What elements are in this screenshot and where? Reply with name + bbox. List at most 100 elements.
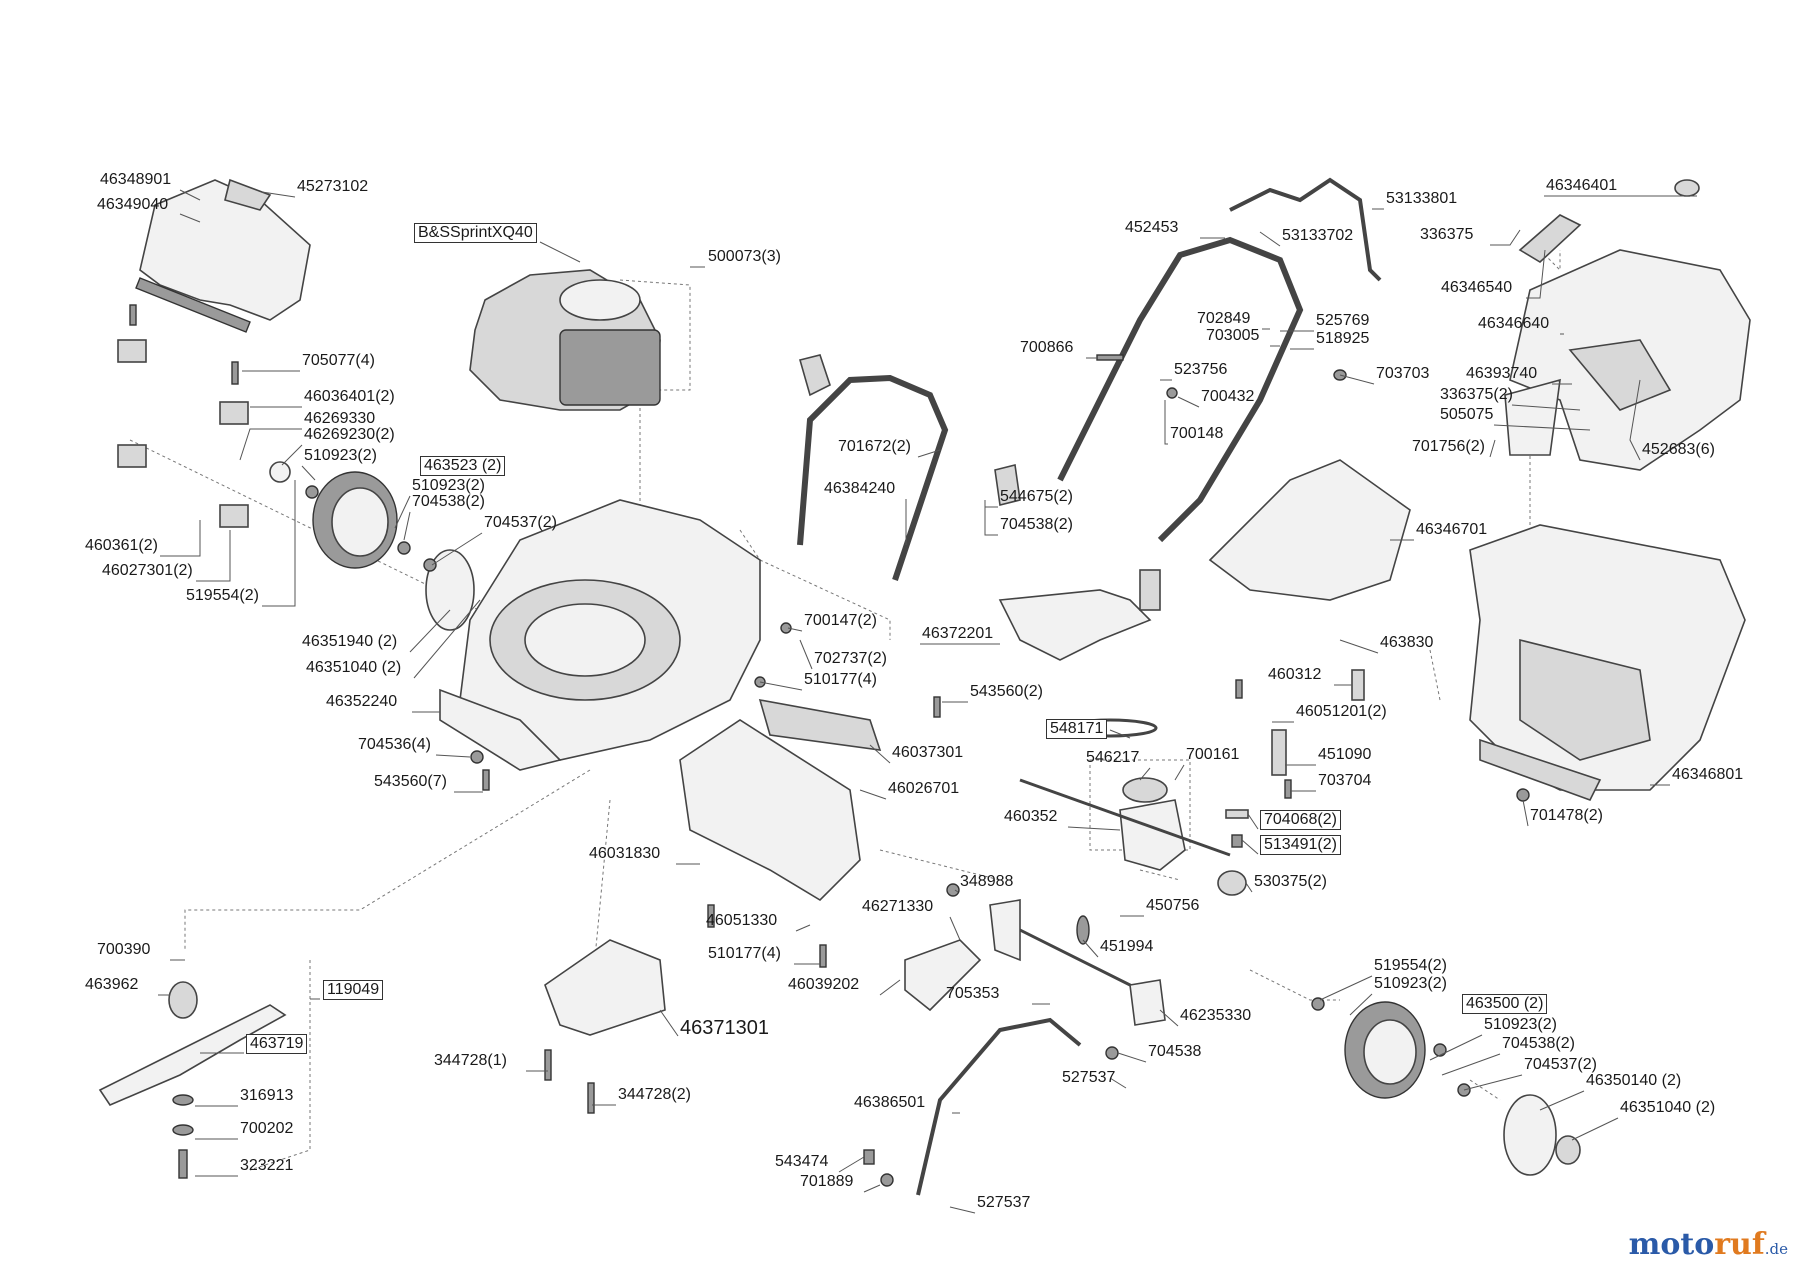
part-number-label: 46352240 bbox=[326, 693, 398, 710]
part-number-label: 519554(2) bbox=[186, 587, 259, 604]
brand-part-1: moto bbox=[1628, 1227, 1715, 1262]
part-number-label: 46346701 bbox=[1416, 521, 1488, 538]
gearbox-part bbox=[1019, 777, 1247, 896]
part-number-label: 452683(6) bbox=[1642, 441, 1715, 458]
part-number-label: 530375(2) bbox=[1254, 873, 1327, 890]
rear-flap-part bbox=[1208, 459, 1411, 601]
part-number-label: 451090 bbox=[1318, 746, 1372, 763]
part-number-label: 701672(2) bbox=[838, 438, 911, 455]
part-number-label: 510923(2) bbox=[304, 447, 377, 464]
grass-bag-top-part bbox=[1504, 249, 1751, 471]
height-lever-part bbox=[916, 1017, 1082, 1196]
part-number-label: 700390 bbox=[97, 941, 151, 958]
part-number-label: 46346640 bbox=[1478, 315, 1550, 332]
part-number-label: B&SSprintXQ40 bbox=[414, 223, 537, 243]
part-number-label: 53133702 bbox=[1282, 227, 1354, 244]
part-number-label: 700866 bbox=[1020, 339, 1074, 356]
brand-part-3: .de bbox=[1764, 1240, 1788, 1258]
part-number-label: 46349040 bbox=[97, 196, 169, 213]
blade-part bbox=[98, 981, 287, 1179]
part-number-label: 46348901 bbox=[100, 171, 172, 188]
part-number-label: 702737(2) bbox=[814, 650, 887, 667]
part-number-label: 316913 bbox=[240, 1087, 294, 1104]
part-number-label: 46039202 bbox=[788, 976, 860, 993]
part-number-label: 527537 bbox=[1062, 1069, 1116, 1086]
part-number-label: 702849 bbox=[1197, 310, 1251, 327]
part-number-label: 705077(4) bbox=[302, 352, 375, 369]
motoruf-logo: motoruf.de bbox=[1629, 1228, 1788, 1266]
part-number-label: 452453 bbox=[1125, 219, 1179, 236]
part-number-label: 46393740 bbox=[1466, 365, 1538, 382]
fasteners bbox=[117, 179, 1700, 1187]
part-number-label: 510177(4) bbox=[708, 945, 781, 962]
part-number-label: 46371301 bbox=[680, 1017, 769, 1039]
part-number-label: 46351040 (2) bbox=[306, 659, 402, 676]
part-number-label: 46271330 bbox=[862, 898, 934, 915]
part-number-label: 700202 bbox=[240, 1120, 294, 1137]
part-number-label: 700161 bbox=[1186, 746, 1240, 763]
mower-deck-part bbox=[439, 499, 761, 771]
brand-part-2: ruf bbox=[1714, 1227, 1765, 1262]
part-number-label: 344728(2) bbox=[618, 1086, 691, 1103]
part-number-label: 510923(2) bbox=[412, 477, 485, 494]
part-number-label: 46346401 bbox=[1546, 177, 1618, 194]
part-number-label: 513491(2) bbox=[1260, 835, 1341, 855]
part-number-label: 510177(4) bbox=[804, 671, 877, 688]
part-number-label: 704537(2) bbox=[484, 514, 557, 531]
part-number-label: 527537 bbox=[977, 1194, 1031, 1211]
part-number-label: 450756 bbox=[1146, 897, 1200, 914]
part-number-label: 704538(2) bbox=[1502, 1035, 1575, 1052]
part-number-label: 46346540 bbox=[1441, 279, 1513, 296]
part-number-label: 119049 bbox=[323, 980, 384, 1000]
part-number-label: 500073(3) bbox=[708, 248, 781, 265]
part-number-label: 46386501 bbox=[854, 1094, 926, 1111]
part-number-label: 46235330 bbox=[1180, 1007, 1252, 1024]
part-number-label: 703005 bbox=[1206, 327, 1260, 344]
part-number-label: 460352 bbox=[1004, 808, 1058, 825]
side-chute-part bbox=[998, 569, 1161, 661]
part-number-label: 701889 bbox=[800, 1173, 854, 1190]
part-number-label: 46036401(2) bbox=[304, 388, 395, 405]
part-number-label: 543474 bbox=[775, 1153, 829, 1170]
part-number-label: 348988 bbox=[960, 873, 1014, 890]
part-number-label: 463719 bbox=[246, 1034, 308, 1054]
part-number-label: 46351040 (2) bbox=[1620, 1099, 1716, 1116]
part-number-label: 704538(2) bbox=[412, 493, 485, 510]
part-number-label: 451994 bbox=[1100, 938, 1154, 955]
part-number-label: 704068(2) bbox=[1260, 810, 1341, 830]
part-number-label: 463523 (2) bbox=[420, 456, 506, 476]
part-number-label: 46027301(2) bbox=[102, 562, 193, 579]
part-number-label: 544675(2) bbox=[1000, 488, 1073, 505]
part-number-label: 700432 bbox=[1201, 388, 1255, 405]
part-number-label: 519554(2) bbox=[1374, 957, 1447, 974]
part-number-label: 46051201(2) bbox=[1296, 703, 1387, 720]
part-number-label: 46026701 bbox=[888, 780, 960, 797]
part-number-label: 518925 bbox=[1316, 330, 1370, 347]
part-number-label: 701756(2) bbox=[1412, 438, 1485, 455]
leader-lines bbox=[158, 189, 1697, 1214]
part-number-label: 704538(2) bbox=[1000, 516, 1073, 533]
part-number-label: 523756 bbox=[1174, 361, 1228, 378]
part-number-label: 704536(4) bbox=[358, 736, 431, 753]
part-number-label: 336375 bbox=[1420, 226, 1474, 243]
part-number-label: 548171 bbox=[1046, 719, 1108, 739]
part-number-label: 463500 (2) bbox=[1462, 994, 1548, 1014]
part-number-label: 45273102 bbox=[297, 178, 369, 195]
part-number-label: 525769 bbox=[1316, 312, 1370, 329]
part-number-label: 543560(2) bbox=[970, 683, 1043, 700]
discharge-chute-part bbox=[679, 698, 882, 902]
part-number-label: 46384240 bbox=[824, 480, 896, 497]
part-number-label: 703704 bbox=[1318, 772, 1372, 789]
part-number-label: 46051330 bbox=[706, 912, 778, 929]
part-number-label: 543560(7) bbox=[374, 773, 447, 790]
part-number-label: 703703 bbox=[1376, 365, 1430, 382]
right-wheel-part bbox=[1344, 1001, 1581, 1176]
part-number-label: 463830 bbox=[1380, 634, 1434, 651]
grass-basket-part bbox=[1469, 524, 1746, 801]
part-number-label: 46269230(2) bbox=[304, 426, 395, 443]
front-axle-part bbox=[904, 899, 1166, 1026]
part-number-label: 46346801 bbox=[1672, 766, 1744, 783]
part-number-label: 704538 bbox=[1148, 1043, 1202, 1060]
